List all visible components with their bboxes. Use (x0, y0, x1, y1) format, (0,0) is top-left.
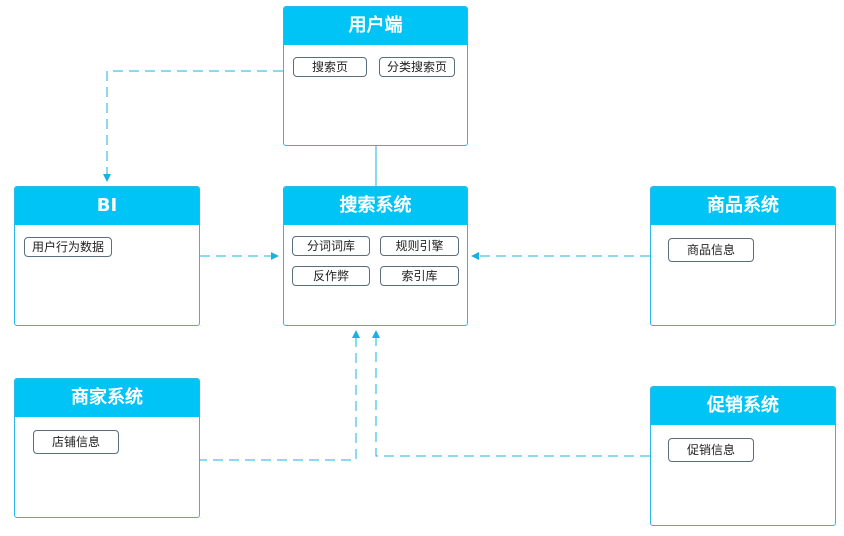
tag-user-behavior-data: 用户行为数据 (24, 237, 112, 257)
bi-node: BI 用户行为数据 (14, 186, 200, 326)
tag-store-info: 店铺信息 (33, 430, 119, 454)
search-system-node: 搜索系统 分词词库 规则引擎 反作弊 索引库 (283, 186, 468, 326)
node-title: 促销系统 (651, 387, 835, 425)
tag-promotion-info: 促销信息 (668, 438, 754, 462)
merchant-system-node: 商家系统 店铺信息 (14, 378, 200, 518)
tag-index-store: 索引库 (380, 266, 459, 286)
tag-category-search-page: 分类搜索页 (379, 57, 455, 77)
promotion-system-node: 促销系统 促销信息 (650, 386, 836, 526)
node-title: 搜索系统 (284, 187, 467, 225)
node-title: 用户端 (284, 7, 467, 45)
tag-rule-engine: 规则引擎 (380, 236, 459, 256)
node-title: BI (15, 187, 199, 225)
node-title: 商品系统 (651, 187, 835, 225)
tag-product-info: 商品信息 (668, 238, 754, 262)
tag-search-page: 搜索页 (293, 57, 367, 77)
product-system-node: 商品系统 商品信息 (650, 186, 836, 326)
link-merchant-to-search (197, 330, 360, 461)
node-title: 商家系统 (15, 379, 199, 417)
link-user-to-bi (103, 70, 283, 182)
link-promo-to-search (372, 330, 650, 457)
tag-segmentation-lexicon: 分词词库 (292, 236, 370, 256)
user-client-node: 用户端 搜索页 分类搜索页 (283, 6, 468, 146)
tag-anti-cheat: 反作弊 (292, 266, 370, 286)
